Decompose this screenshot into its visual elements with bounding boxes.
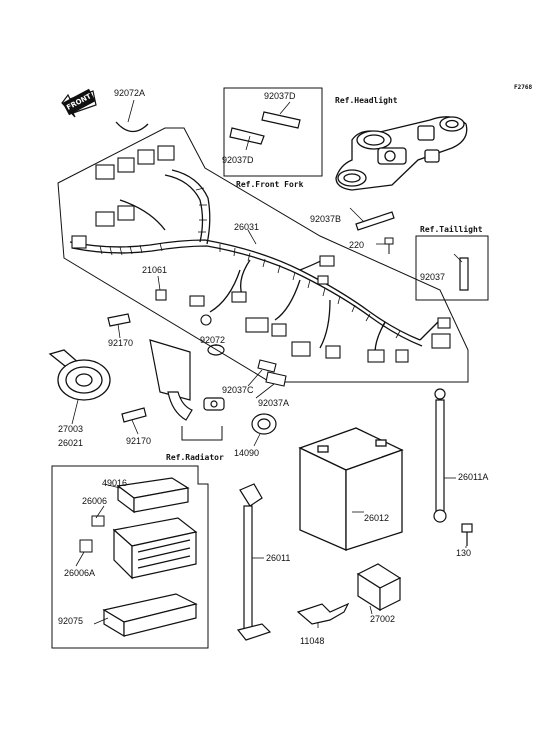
fuse-icon (79, 515, 105, 553)
part-27003: 27003 (58, 424, 84, 434)
part-26012: 26012 (364, 513, 390, 523)
radiator-switch-icon (149, 339, 225, 421)
part-92072: 92072 (200, 335, 226, 345)
leader-lines (71, 99, 467, 628)
part-92037: 92037 (420, 272, 446, 282)
cable-26011a-icon (433, 388, 447, 523)
band-92037c-icon (257, 359, 287, 387)
part-26006a: 26006A (64, 568, 96, 578)
bolt-130-icon (461, 523, 473, 546)
triple-clamp-icon (335, 116, 468, 191)
part-92037a: 92037A (258, 398, 290, 408)
clip-92072a-icon (115, 121, 149, 133)
clamp-92170-icon (107, 313, 147, 423)
part-92170-top: 92170 (108, 338, 134, 348)
taillight-ref-box (415, 235, 489, 301)
ref-radiator: Ref.Radiator (166, 453, 224, 462)
part-26011: 26011 (266, 553, 291, 563)
fuse-box-icon (112, 517, 198, 580)
part-92170-bottom: 92170 (126, 436, 152, 446)
battery-icon (298, 427, 404, 551)
cap-14090-icon (251, 413, 277, 435)
figure-code: F2768 (514, 84, 533, 91)
part-26021: 26021 (58, 438, 84, 448)
headlight-ref-box (223, 87, 323, 177)
part-92037b: 92037B (310, 214, 342, 224)
part-92072a: 92072A (114, 88, 146, 98)
bracket-11048-icon (296, 602, 350, 625)
part-49016: 49016 (102, 478, 128, 488)
cable-26011-icon (236, 483, 272, 641)
harness-group-outline (57, 127, 469, 383)
part-26011a: 26011A (458, 472, 489, 482)
band-92037b-icon (355, 211, 395, 231)
fuse-box-group-outline (51, 465, 209, 649)
relay-icon (356, 563, 402, 612)
band-92037-icon (459, 257, 469, 291)
part-92075: 92075 (58, 616, 84, 626)
part-26006: 26006 (82, 496, 108, 506)
part-26031: 26031 (234, 222, 260, 232)
part-14090: 14090 (234, 448, 260, 458)
part-27002: 27002 (370, 614, 396, 624)
fuse-box-case-icon (102, 593, 198, 638)
harness-connectors (71, 145, 451, 363)
fuse-cover-icon (116, 477, 190, 514)
band-92037d-icon (229, 111, 301, 145)
part-92037d-bottom: 92037D (222, 155, 254, 165)
part-92037d-top: 92037D (264, 91, 296, 101)
part-130: 130 (456, 548, 472, 558)
part-21061: 21061 (142, 265, 168, 275)
ref-front-fork: Ref.Front Fork (236, 180, 304, 189)
horn-icon (48, 349, 111, 401)
radiator-bracket (181, 426, 223, 441)
ref-taillight: Ref.Taillight (420, 225, 483, 234)
part-220: 220 (349, 240, 365, 250)
harness-loom-pattern (99, 187, 401, 339)
part-92037c: 92037C (222, 385, 254, 395)
ref-headlight: Ref.Headlight (335, 96, 398, 105)
screw-220-icon (384, 237, 394, 254)
part-11048: 11048 (300, 636, 325, 646)
